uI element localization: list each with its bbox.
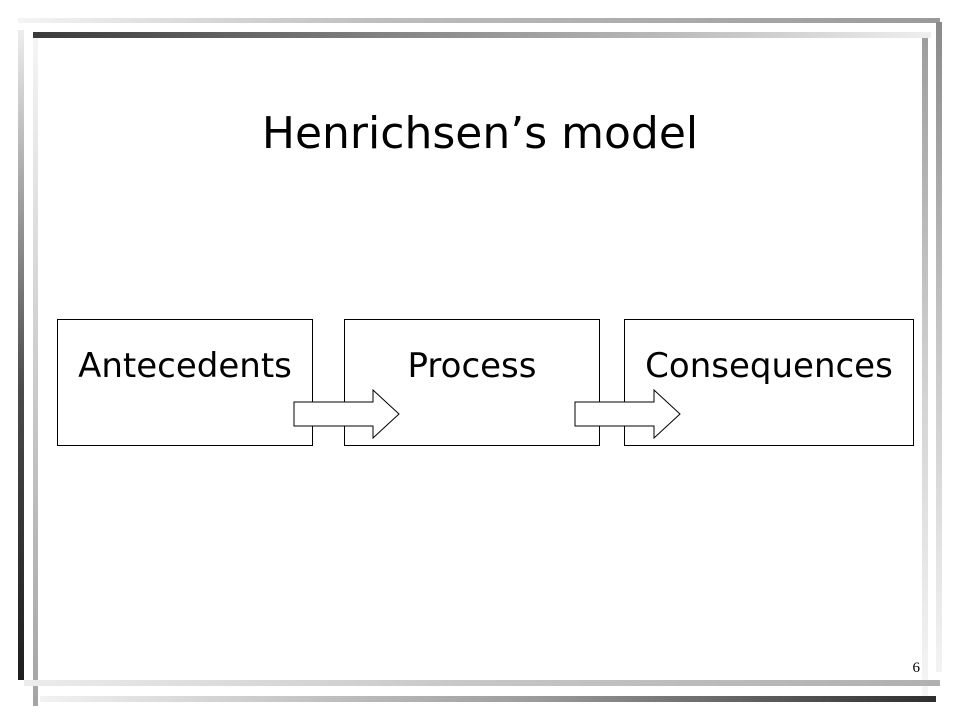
frame-left-inner-bar [33, 38, 38, 706]
consequences-label: Consequences [645, 346, 893, 386]
antecedents-label: Antecedents [78, 346, 292, 386]
frame-left-outer-bar [18, 30, 24, 680]
frame-top-inner-bar [33, 32, 931, 38]
frame-right-outer-bar [936, 22, 942, 672]
slide-number: 6 [912, 660, 921, 676]
consequences-box: Consequences [624, 319, 914, 446]
arrow-right-icon [293, 389, 400, 439]
frame-bottom-outer-bar [24, 680, 940, 686]
slide-title: Henrichsen’s model [261, 108, 699, 159]
frame-bottom-inner-bar [40, 696, 936, 702]
frame-top-outer-bar [18, 18, 940, 23]
antecedents-box: Antecedents [57, 319, 313, 446]
arrow-right-icon [574, 389, 681, 439]
process-label: Process [407, 346, 537, 386]
frame-right-inner-bar [922, 38, 928, 698]
